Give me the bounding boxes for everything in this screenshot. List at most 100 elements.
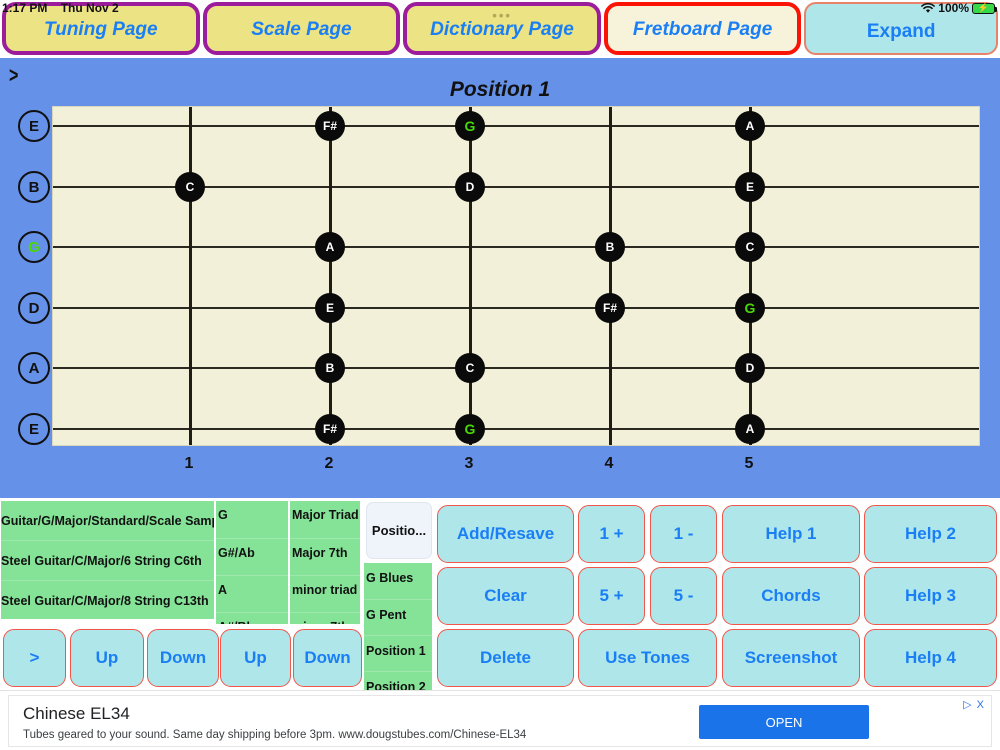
help1-button[interactable]: Help 1 xyxy=(722,505,860,563)
fret-note[interactable]: G xyxy=(455,414,485,444)
tab-expand[interactable]: Expand xyxy=(804,2,998,55)
fret-note[interactable]: B xyxy=(595,232,625,262)
tab-label: Expand xyxy=(866,21,936,42)
fret-note[interactable]: C xyxy=(455,353,485,383)
tab-dictionary-page[interactable]: •••Dictionary Page xyxy=(403,2,601,55)
fret-note[interactable]: G xyxy=(455,111,485,141)
list-item[interactable]: Guitar/G/Major/Standard/Scale Sample xyxy=(1,514,214,528)
use-tones-button[interactable]: Use Tones xyxy=(578,629,717,687)
string-line xyxy=(53,125,979,127)
screenshot-button[interactable]: Screenshot xyxy=(722,629,860,687)
fret-line xyxy=(469,107,472,445)
fret-line xyxy=(609,107,612,445)
list-item[interactable]: minor 7th xyxy=(290,612,360,624)
list-item[interactable]: G#/Ab xyxy=(216,538,288,575)
fret-note[interactable]: E xyxy=(735,172,765,202)
string-label-4[interactable]: A xyxy=(18,352,50,384)
nav-next-button[interactable]: > xyxy=(3,629,66,687)
ad-description: Tubes geared to your sound. Same day shi… xyxy=(23,729,527,741)
list-item[interactable]: G Blues xyxy=(366,571,414,585)
list-item[interactable]: G xyxy=(218,508,228,522)
key-list[interactable]: G G#/AbAA#/Bb xyxy=(216,501,288,624)
string-label-5[interactable]: E xyxy=(18,413,50,445)
list-item[interactable]: G Pent xyxy=(364,599,432,635)
ad-banner: Chinese EL34 Tubes geared to your sound.… xyxy=(0,690,1000,750)
list-item[interactable]: Position 2 xyxy=(364,671,432,690)
fret-note[interactable]: A xyxy=(315,232,345,262)
fret-note[interactable]: G xyxy=(735,293,765,323)
clear-button[interactable]: Clear xyxy=(437,567,574,625)
ad-title: Chinese EL34 xyxy=(23,704,130,723)
string-label-3[interactable]: D xyxy=(18,292,50,324)
tuning-down-button[interactable]: Down xyxy=(147,629,219,687)
tab-label: Fretboard Page xyxy=(632,19,773,40)
help2-button[interactable]: Help 2 xyxy=(864,505,997,563)
fret-number: 5 xyxy=(744,455,754,472)
chords-button[interactable]: Chords xyxy=(722,567,860,625)
delete-button[interactable]: Delete xyxy=(437,629,574,687)
string-line xyxy=(53,367,979,369)
tab-label: Tuning Page xyxy=(43,19,158,40)
fret-note[interactable]: D xyxy=(455,172,485,202)
list-item[interactable]: A#/Bb xyxy=(216,612,288,624)
fret-note[interactable]: E xyxy=(315,293,345,323)
five-minus-button[interactable]: 5 - xyxy=(650,567,717,625)
list-item[interactable]: Position 1 xyxy=(364,635,432,671)
string-line xyxy=(53,246,979,248)
ad-open-button[interactable]: OPEN xyxy=(699,705,869,739)
fret-number: 1 xyxy=(184,455,194,472)
string-line xyxy=(53,186,979,188)
help3-button[interactable]: Help 3 xyxy=(864,567,997,625)
adchoices-icon[interactable]: ▷ X xyxy=(963,699,985,711)
string-label-1[interactable]: B xyxy=(18,171,50,203)
tab-tuning-page[interactable]: Tuning Page xyxy=(2,2,200,55)
string-label-0[interactable]: E xyxy=(18,110,50,142)
help4-button[interactable]: Help 4 xyxy=(864,629,997,687)
fret-note[interactable]: A xyxy=(735,111,765,141)
string-line xyxy=(53,307,979,309)
key-up-button[interactable]: Up xyxy=(220,629,291,687)
one-plus-button[interactable]: 1 + xyxy=(578,505,645,563)
list-item[interactable]: A xyxy=(216,575,288,612)
position-dropdown-button[interactable]: Positio... xyxy=(366,502,432,559)
fret-note[interactable]: C xyxy=(735,232,765,262)
list-item[interactable]: Steel Guitar/C/Major/6 String C6th xyxy=(1,540,214,579)
fret-number: 4 xyxy=(604,455,614,472)
key-down-button[interactable]: Down xyxy=(293,629,362,687)
fret-note[interactable]: B xyxy=(315,353,345,383)
fret-note[interactable]: F# xyxy=(315,111,345,141)
tab-scale-page[interactable]: Scale Page xyxy=(202,2,401,55)
top-tab-bar: Tuning Page Scale Page •••Dictionary Page F… xyxy=(0,0,1000,58)
string-label-2[interactable]: G xyxy=(18,231,50,263)
one-minus-button[interactable]: 1 - xyxy=(650,505,717,563)
five-plus-button[interactable]: 5 + xyxy=(578,567,645,625)
fret-line xyxy=(329,107,332,445)
fret-number: 3 xyxy=(464,455,474,472)
fret-note[interactable]: D xyxy=(735,353,765,383)
list-item[interactable]: Major Triad xyxy=(292,508,359,522)
fret-number: 2 xyxy=(324,455,334,472)
tab-label: Scale Page xyxy=(251,19,352,40)
tuning-up-button[interactable]: Up xyxy=(70,629,144,687)
tab-label: Dictionary Page xyxy=(430,19,574,40)
string-line xyxy=(53,428,979,430)
fret-note[interactable]: F# xyxy=(315,414,345,444)
fret-note[interactable]: C xyxy=(175,172,205,202)
prev-position-arrow[interactable]: > xyxy=(9,64,19,89)
fret-note[interactable]: F# xyxy=(595,293,625,323)
list-item[interactable]: Major 7th xyxy=(290,538,360,575)
list-item[interactable]: minor triad xyxy=(290,575,360,612)
overflow-dots-icon: ••• xyxy=(492,8,512,23)
add-resave-button[interactable]: Add/Resave xyxy=(437,505,574,563)
ad-inner[interactable]: Chinese EL34 Tubes geared to your sound.… xyxy=(8,695,992,747)
tab-fretboard-page[interactable]: Fretboard Page xyxy=(603,2,802,55)
fret-note[interactable]: A xyxy=(735,414,765,444)
list-item[interactable]: Steel Guitar/C/Major/8 String C13th xyxy=(1,579,214,619)
